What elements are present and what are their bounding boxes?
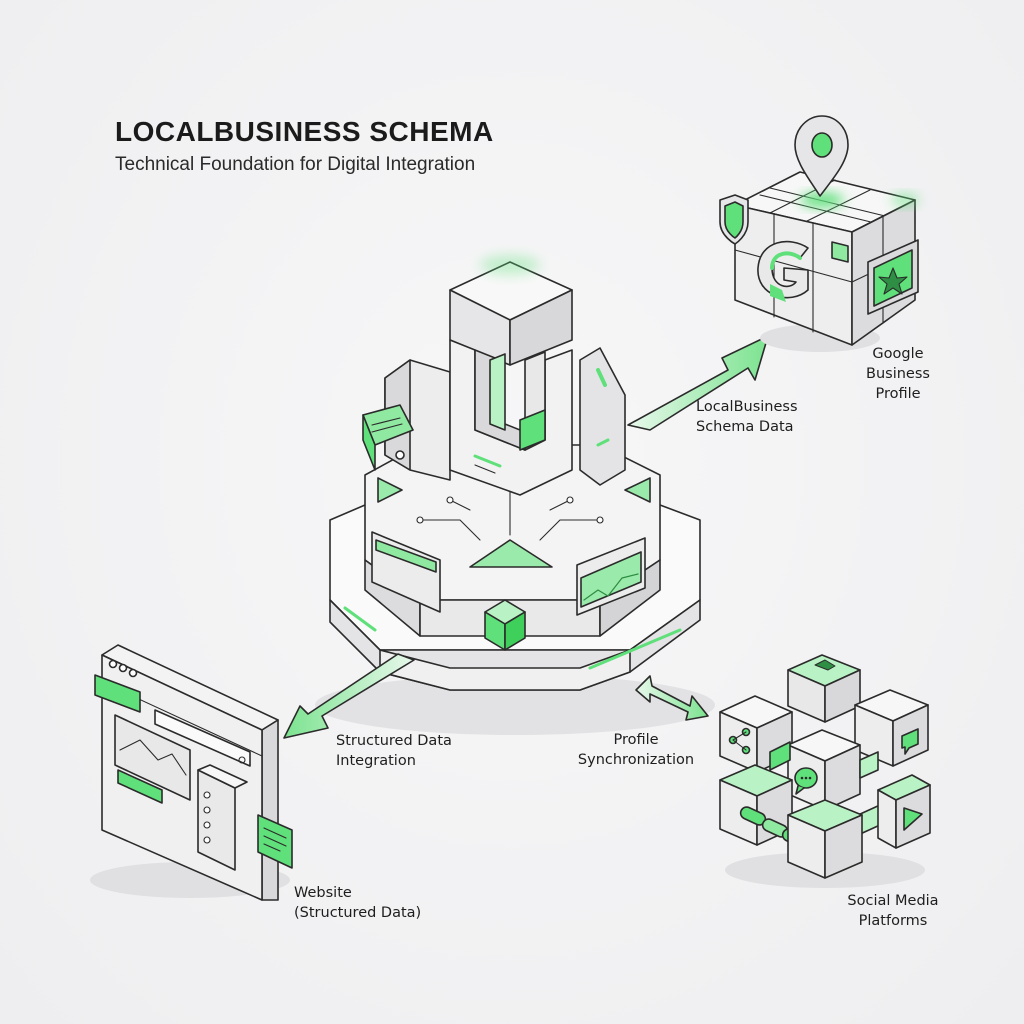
page-subtitle: Technical Foundation for Digital Integra… xyxy=(115,154,476,175)
label-line: Schema Data xyxy=(696,419,794,435)
label-line: Synchronization xyxy=(577,752,695,768)
label-line: Platforms xyxy=(858,913,928,929)
label-line: Social Media xyxy=(847,893,939,909)
label-line: Business xyxy=(866,366,930,382)
shield-icon xyxy=(719,194,749,245)
arrow-sync-social xyxy=(635,675,709,721)
chat-icon xyxy=(794,767,818,795)
location-pin-icon xyxy=(794,115,849,207)
label-line: (Structured Data) xyxy=(294,905,422,921)
website-browser xyxy=(90,644,293,901)
label-website: Website (Structured Data) xyxy=(294,883,421,923)
label-line: Google xyxy=(872,346,924,362)
label-google-business-profile: Google Business Profile xyxy=(858,344,938,404)
play-icon xyxy=(903,807,923,831)
label-line: Structured Data xyxy=(336,733,452,749)
label-line: LocalBusiness xyxy=(696,399,798,415)
label-line: Profile xyxy=(613,732,659,748)
google-business-profile-cube xyxy=(719,115,919,352)
social-media-cube-cluster xyxy=(719,654,931,888)
central-schema-hub xyxy=(315,255,715,735)
label-schema-data: LocalBusiness Schema Data xyxy=(696,397,798,437)
label-line: Website xyxy=(294,885,352,901)
page-title: LOCALBUSINESS SCHEMA xyxy=(115,116,494,147)
share-icon xyxy=(728,727,751,755)
google-g-icon xyxy=(757,240,809,302)
pigeon-icon xyxy=(814,659,836,671)
arrow-to-google xyxy=(627,335,769,431)
label-social-media-platforms: Social Media Platforms xyxy=(838,891,948,931)
label-line: Integration xyxy=(336,753,416,769)
label-line: Profile xyxy=(875,386,921,402)
label-structured-data-integration: Structured Data Integration xyxy=(336,731,452,771)
arrow-to-website xyxy=(283,653,415,739)
label-profile-synchronization: Profile Synchronization xyxy=(570,730,702,770)
star-icon xyxy=(867,239,919,315)
